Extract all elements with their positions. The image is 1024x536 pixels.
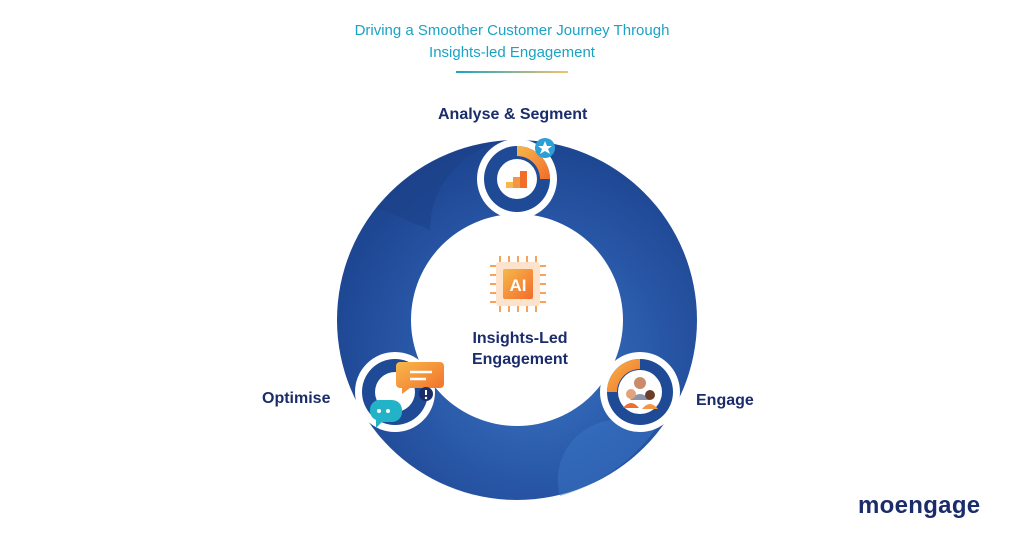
title-line-1: Driving a Smoother Customer Journey Thro…: [354, 22, 670, 39]
center-label: Insights-Led Engagement: [440, 328, 600, 370]
stage-label-analyse: Analyse & Segment: [438, 106, 588, 123]
engage-node: [600, 352, 680, 432]
center-label-line-1: Insights-Led: [472, 330, 568, 347]
brand-logo: moengage: [858, 492, 981, 519]
star-badge-icon: [535, 138, 555, 158]
diagram-title: Driving a Smoother Customer Journey Thro…: [0, 20, 1024, 64]
title-underline: [456, 71, 568, 73]
stage-label-engage: Engage: [696, 392, 754, 409]
ai-chip-icon: AI: [490, 256, 546, 312]
optimise-node: [355, 352, 444, 432]
people-group-icon: [623, 377, 658, 409]
chat-bubbles-icon: [369, 362, 444, 428]
ai-chip-label: AI: [510, 276, 527, 295]
center-label-line-2: Engagement: [471, 351, 568, 368]
chart-growth-icon: [506, 171, 527, 188]
analyse-node: [477, 138, 557, 219]
title-line-2: Insights-led Engagement: [429, 44, 595, 61]
stage-label-optimise: Optimise: [262, 390, 331, 407]
